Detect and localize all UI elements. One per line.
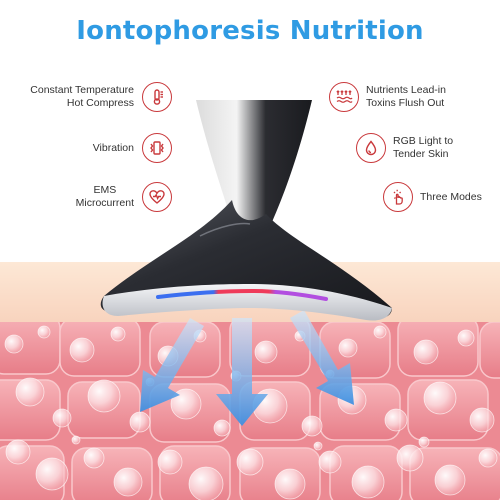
feature-rgb-light: RGB Light to Tender Skin (356, 133, 494, 163)
feature-hot-compress: Constant Temperature Hot Compress (10, 82, 172, 112)
arrow-right (290, 310, 354, 405)
feature-ems-microcurrent: EMS Microcurrent (10, 182, 172, 212)
feature-label: Constant Temperature Hot Compress (30, 84, 134, 109)
page-title: Iontophoresis Nutrition (76, 16, 424, 46)
feature-label: Three Modes (420, 190, 482, 203)
feature-vibration: Vibration (10, 133, 172, 163)
arrow-center (216, 318, 268, 426)
device-base (102, 284, 392, 321)
droplet-icon (356, 133, 386, 163)
heat-waves-icon (329, 82, 359, 112)
feature-label: EMS Microcurrent (75, 184, 134, 209)
feature-three-modes: Three Modes (383, 182, 494, 212)
feature-label: Vibration (92, 141, 134, 154)
heart-pulse-icon (142, 182, 172, 212)
device-handle (196, 100, 312, 222)
thermometer-icon (142, 82, 172, 112)
feature-label: RGB Light to Tender Skin (393, 135, 454, 160)
arrow-left (140, 318, 204, 412)
tap-hand-icon (383, 182, 413, 212)
feature-nutrients-lead-in: Nutrients Lead-in Toxins Flush Out (329, 82, 494, 112)
vibration-icon (142, 133, 172, 163)
rgb-light-strip (156, 288, 328, 301)
feature-label: Nutrients Lead-in Toxins Flush Out (366, 84, 446, 109)
